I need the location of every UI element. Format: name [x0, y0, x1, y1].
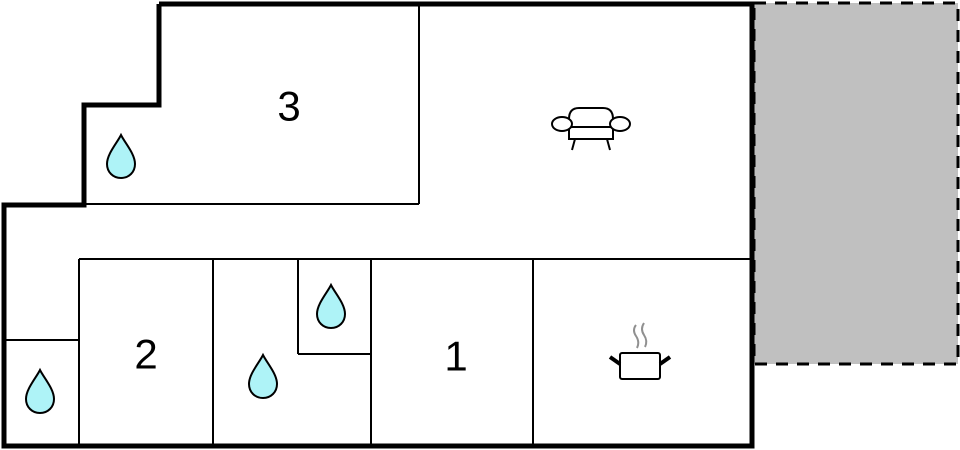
- water-drop-icon: [247, 352, 279, 400]
- sofa-icon: [551, 107, 631, 151]
- water-drop-icon: [315, 282, 347, 330]
- room-label-bedroom-1: 1: [444, 333, 467, 380]
- water-drop-icon: [24, 367, 56, 415]
- interior-walls: [4, 4, 752, 446]
- room-labels: 3 2 1: [134, 83, 467, 380]
- terrace-area: [752, 1, 960, 366]
- water-drop-icon: [105, 132, 137, 180]
- room-label-bedroom-2: 2: [134, 331, 157, 378]
- cooking-pot-icon: [608, 322, 672, 380]
- outer-wall: [1, 1, 755, 449]
- bathroom-icons: [24, 132, 347, 415]
- room-label-bedroom-3: 3: [277, 83, 300, 130]
